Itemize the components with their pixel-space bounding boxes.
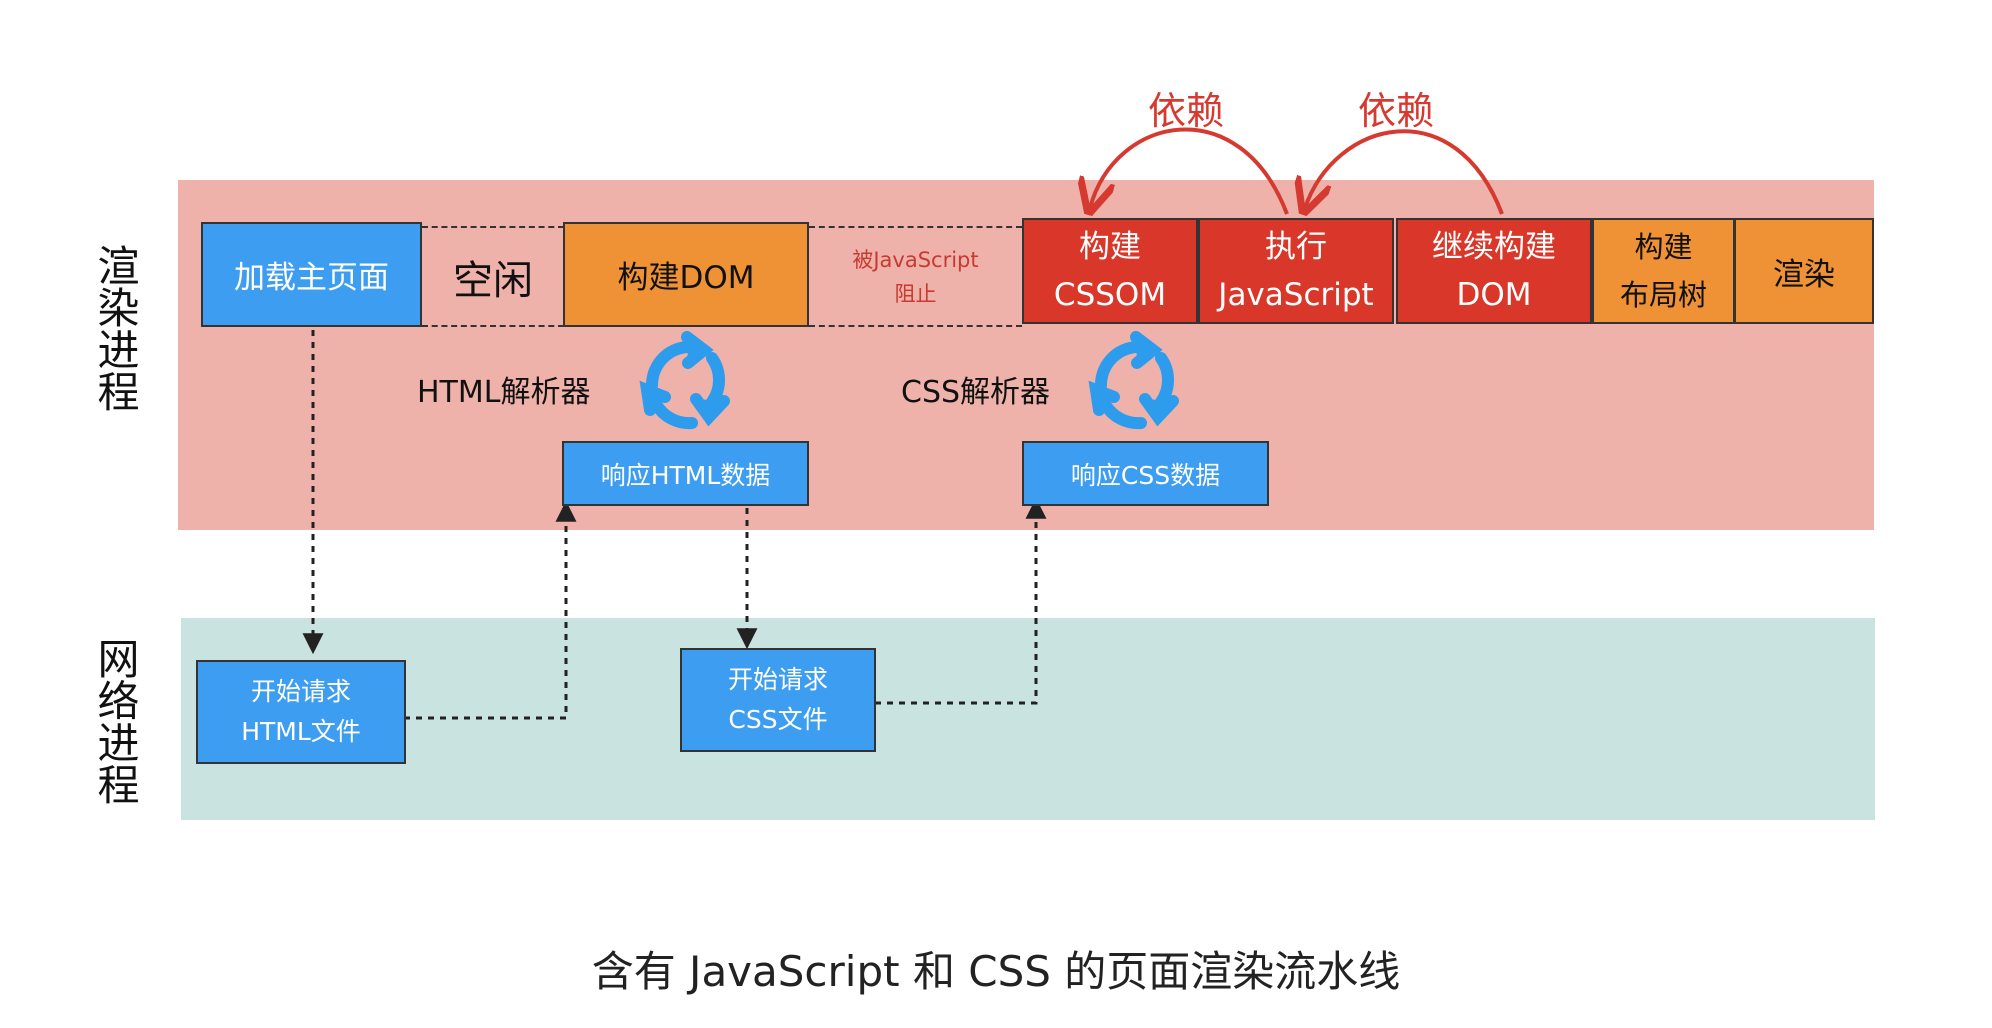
load-main-page-box: 加载主页面 [201, 222, 422, 327]
execute-javascript-box: 执行 JavaScript [1198, 218, 1394, 324]
network-process-label: 网络进程 [91, 636, 140, 805]
render-box: 渲染 [1734, 218, 1874, 324]
html-response-box: 响应HTML数据 [562, 441, 809, 506]
build-cssom-box: 构建 CSSOM [1022, 218, 1198, 324]
continue-building-dom-box: 继续构建 DOM [1396, 218, 1592, 324]
request-css-file-box: 开始请求 CSS文件 [680, 648, 876, 752]
render-process-label: 渲染进程 [91, 243, 140, 412]
blocked-by-javascript-note: 被JavaScript 阻止 [852, 247, 979, 306]
js-dependency-arrow [1305, 129, 1504, 214]
network-process-band [181, 618, 1875, 820]
blocked-by-javascript-box: 被JavaScript 阻止 [809, 226, 1022, 327]
html-parser-label: HTML解析器 [417, 375, 591, 410]
build-dom-box: 构建DOM [563, 222, 809, 327]
request-html-file-box: 开始请求 HTML文件 [196, 660, 406, 764]
css-response-box: 响应CSS数据 [1022, 441, 1269, 506]
css-parser-label: CSS解析器 [901, 375, 1051, 410]
idle-box: 空闲 [422, 226, 564, 327]
idle-label: 空闲 [453, 257, 533, 304]
css-parser-cycle-icon [1088, 331, 1179, 430]
css-request-to-response-arrow [875, 497, 1047, 705]
figure-caption: 含有 JavaScript 和 CSS 的页面渲染流水线 [591, 947, 1401, 996]
cssom-dependency-label: 依赖 [1148, 89, 1225, 133]
cssom-dependency-arrow [1090, 127, 1289, 214]
javascript-dependency-label: 依赖 [1358, 89, 1435, 133]
html-request-to-response-arrow [404, 500, 577, 720]
html-parser-cycle-icon [639, 331, 730, 430]
build-layout-tree-box: 构建 布局树 [1592, 218, 1735, 324]
